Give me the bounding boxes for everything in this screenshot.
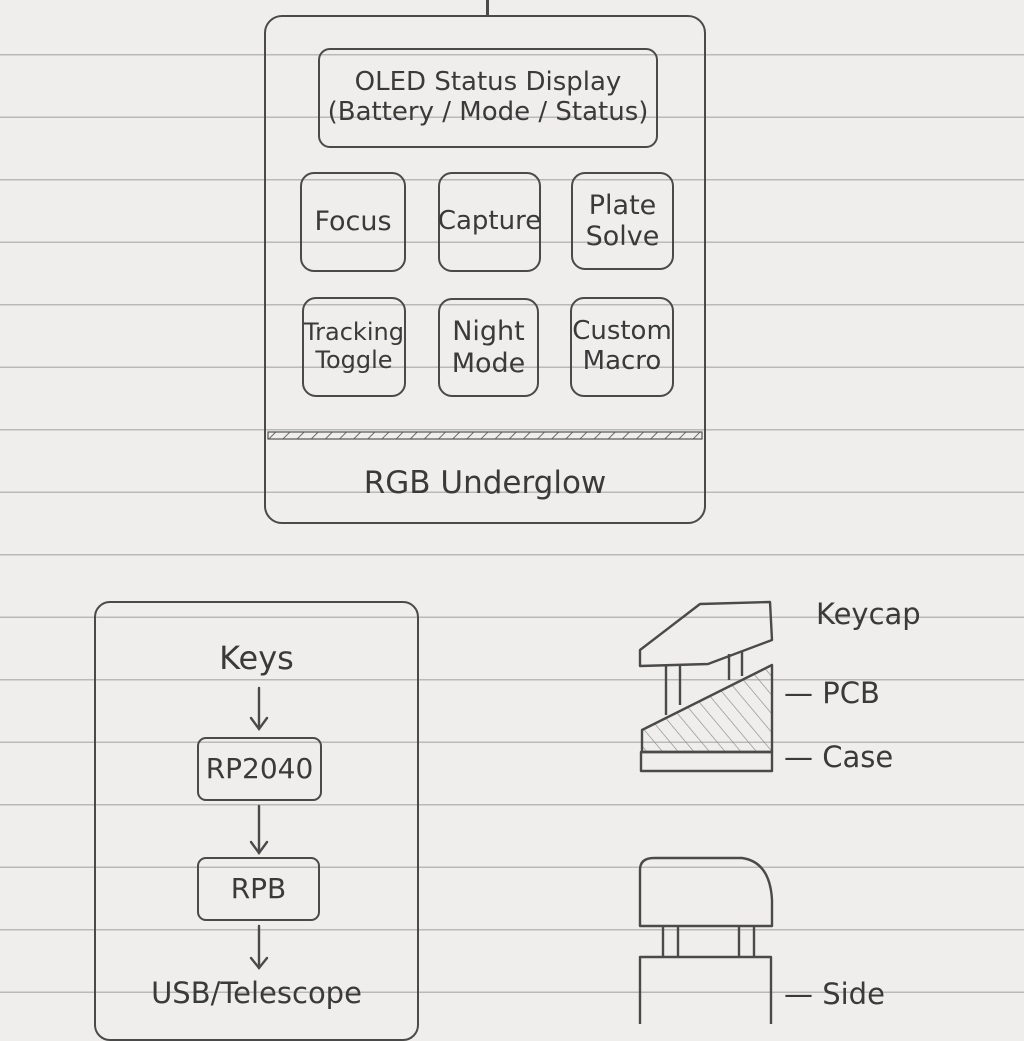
side-keycap-shape [638, 856, 774, 928]
key-capture[interactable]: Capture [438, 172, 541, 272]
key-tracking-toggle[interactable]: Tracking Toggle [302, 297, 406, 397]
pcb-label: — PCB [784, 676, 880, 710]
keycap-label: Keycap [816, 597, 921, 631]
key-plate-solve[interactable]: Plate Solve [571, 172, 674, 270]
key-night-mode[interactable]: Night Mode [438, 298, 539, 397]
top-connector-wire [486, 0, 489, 16]
oled-status-display: OLED Status Display (Battery / Mode / St… [318, 48, 658, 148]
side-label: — Side [784, 977, 885, 1011]
keypad-enclosure [264, 15, 706, 524]
rpb-chip: RPB [197, 857, 320, 921]
key-focus[interactable]: Focus [300, 172, 406, 272]
case-label: — Case [784, 740, 894, 774]
key-custom-macro[interactable]: Custom Macro [570, 297, 674, 397]
rgb-underglow-label: RGB Underglow [363, 465, 607, 501]
case-plate [639, 750, 774, 773]
usb-telescope-label: USB/Telescope [151, 976, 362, 1010]
keycap-shape [638, 600, 774, 668]
pcb-wedge [640, 663, 774, 754]
keys-label: Keys [219, 639, 294, 677]
side-body-shape [638, 955, 773, 1024]
rp2040-chip: RP2040 [197, 737, 322, 801]
